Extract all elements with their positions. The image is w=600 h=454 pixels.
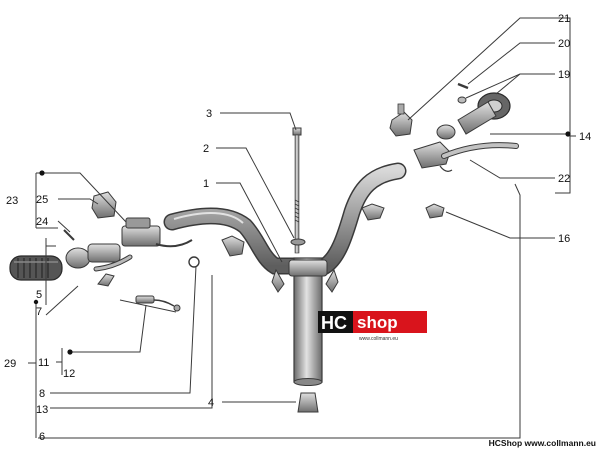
left-clamp: [91, 191, 117, 219]
screw: [63, 229, 75, 241]
right-clamp-screw: [397, 103, 405, 115]
callout-2: 2: [203, 143, 209, 155]
callout-24: 24: [36, 216, 48, 228]
callout-23: 23: [6, 195, 18, 207]
stop-switch: [425, 203, 445, 219]
callout-13: 13: [36, 404, 48, 416]
callout-7: 7: [36, 306, 42, 318]
logo-shop-text: shop: [357, 313, 398, 332]
left-grip: [9, 255, 63, 281]
callout-25: 25: [36, 194, 48, 206]
mirror-stud: [361, 203, 385, 221]
logo-hc-text: HC: [321, 313, 347, 333]
callout-11: 11: [38, 357, 49, 369]
small-bracket: [221, 235, 245, 257]
callout-20: 20: [558, 38, 570, 50]
washer: [457, 96, 467, 104]
hc-shop-logo: HC shop www.collmann.eu: [318, 311, 427, 342]
right-lever: [413, 141, 519, 172]
bolt: [290, 127, 306, 254]
callout-numbers: 3 2 1 4 21 20 19 14 22 16 23 25 24 5 7 2…: [4, 13, 591, 443]
callout-29: 29: [4, 358, 16, 370]
bullet-points: [33, 131, 571, 355]
callout-4: 4: [208, 397, 214, 409]
callout-22: 22: [558, 173, 570, 185]
callout-21: 21: [558, 13, 570, 25]
brake-switch: [135, 295, 181, 312]
logo-small-text: www.collmann.eu: [359, 336, 398, 342]
left-housing: [65, 243, 133, 287]
callout-12: 12: [63, 368, 75, 380]
callout-3: 3: [206, 108, 212, 120]
callout-16: 16: [558, 233, 570, 245]
logo-red-box: [353, 311, 427, 333]
leader-lines: [28, 17, 576, 439]
end-plug: [297, 392, 319, 413]
logo-black-box: [318, 311, 354, 333]
right-grip: [436, 92, 511, 140]
callout-14: 14: [579, 131, 591, 143]
small-screw: [457, 82, 469, 90]
footer-credit: HCShop www.collmann.eu: [489, 438, 596, 448]
callout-5: 5: [36, 289, 42, 301]
callout-6: 6: [39, 431, 45, 443]
right-clamp: [389, 111, 413, 137]
callout-1: 1: [203, 178, 209, 190]
steering-tube: [271, 257, 339, 386]
callout-19: 19: [558, 69, 570, 81]
callout-8: 8: [39, 388, 45, 400]
master-cylinder: [121, 217, 200, 268]
